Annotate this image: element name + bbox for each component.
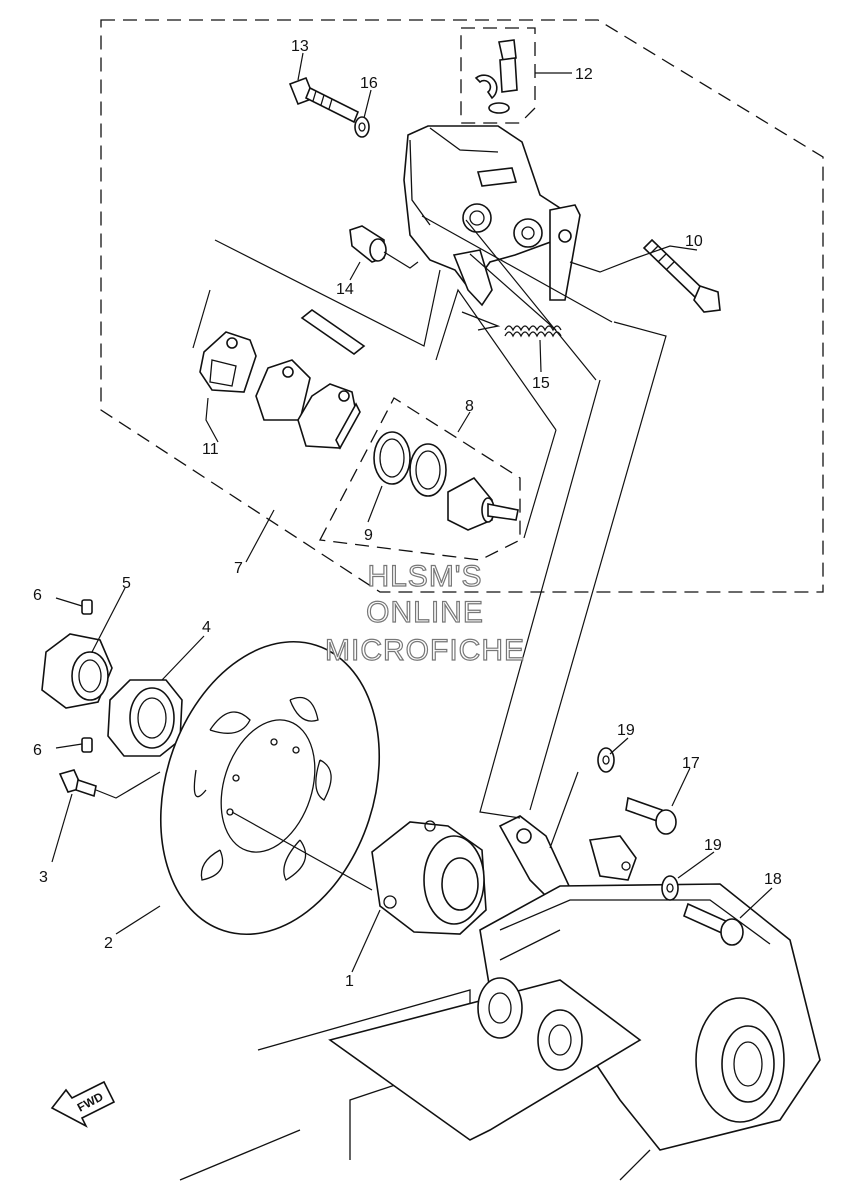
caliper-body <box>403 125 581 307</box>
collar-nut <box>107 679 183 757</box>
callout-10: 10 <box>685 233 703 250</box>
swingarm <box>179 815 821 1181</box>
pad-spring <box>504 325 562 338</box>
bleed-screw <box>474 39 518 114</box>
callout-9: 9 <box>364 527 373 544</box>
watermark-line-3: MICROFICHE <box>325 634 525 667</box>
brake-hub <box>371 820 487 935</box>
washer <box>597 747 615 773</box>
slide-pin <box>349 225 387 263</box>
callout-13: 13 <box>291 38 309 55</box>
bleed-screw-group-boundary <box>460 27 536 124</box>
callout-6-bottom: 6 <box>33 742 42 759</box>
brake-pads <box>199 309 366 450</box>
callout-18: 18 <box>764 871 782 888</box>
callout-16: 16 <box>360 75 378 92</box>
callout-4: 4 <box>202 619 211 636</box>
callout-3: 3 <box>39 869 48 886</box>
brake-disc <box>159 640 381 936</box>
callout-8: 8 <box>465 398 474 415</box>
callout-19-top: 19 <box>617 722 635 739</box>
callout-14: 14 <box>336 281 354 298</box>
washer <box>354 116 370 138</box>
bracket-bolt <box>625 796 677 835</box>
callout-2: 2 <box>104 935 113 952</box>
caliper-assembly-boundary <box>100 19 824 593</box>
piston <box>447 476 519 531</box>
bracket-bolt-long <box>683 902 744 946</box>
callout-5: 5 <box>122 575 131 592</box>
pin-bolt <box>288 76 360 124</box>
watermark-line-2: ONLINE <box>366 596 484 629</box>
leader-lines <box>51 52 773 973</box>
watermark-line-1: HLSM'S <box>367 560 482 593</box>
piston-group-boundary <box>318 397 521 561</box>
callout-11: 11 <box>202 441 219 458</box>
set-screw <box>81 599 93 753</box>
caliper-bolt <box>642 238 721 313</box>
callout-19-bottom: 19 <box>704 837 722 854</box>
callout-15: 15 <box>532 375 550 392</box>
callout-1: 1 <box>345 973 354 990</box>
fwd-arrow-icon: FWD <box>50 1080 116 1128</box>
axle-nut <box>41 633 113 709</box>
callout-17: 17 <box>682 755 700 772</box>
disc-bolt <box>58 769 97 798</box>
piston-seals <box>373 431 447 497</box>
washer <box>661 875 679 901</box>
callout-6-top: 6 <box>33 587 42 604</box>
callout-7: 7 <box>234 560 243 577</box>
callout-12: 12 <box>575 66 593 83</box>
